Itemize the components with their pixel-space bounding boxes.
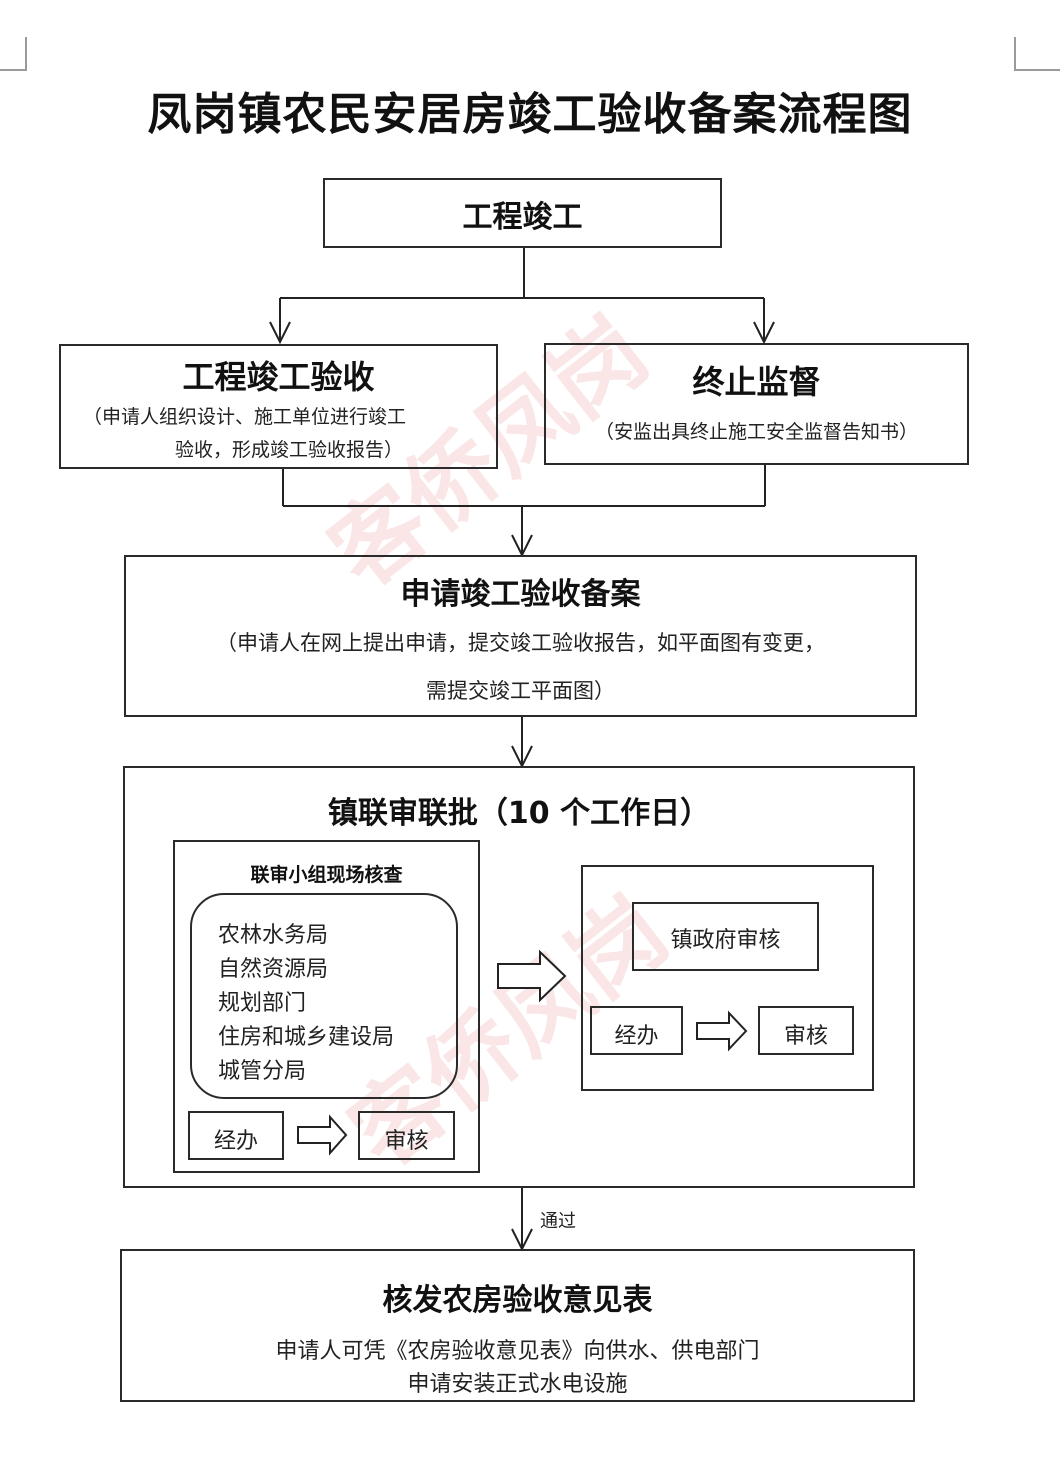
node-terminate-supervision-title: 终止监督	[692, 363, 821, 401]
node-apply-filing-desc-line1: （申请人在网上提出申请，提交竣工验收报告，如平面图有变更，	[216, 631, 825, 655]
onsite-group-box: 联审小组现场核查	[173, 840, 480, 1173]
onsite-group-title: 联审小组现场核查	[250, 864, 403, 886]
page-corner-mark-left	[0, 37, 27, 71]
node-issue-opinion-desc-line2: 申请安装正式水电设施	[407, 1372, 628, 1397]
town-gov-review-title-box: 镇政府审核	[632, 902, 819, 971]
town-gov-box	[581, 865, 874, 1091]
department-item: 城管分局	[218, 1059, 307, 1084]
arrowhead-to-terminate	[753, 321, 775, 345]
node-completion-acceptance-desc-line1: （申请人组织设计、施工单位进行竣工	[83, 406, 407, 428]
node-town-joint-review-title: 镇联审联批（10 个工作日）	[327, 796, 711, 831]
arrowhead-to-acceptance	[269, 321, 291, 345]
node-terminate-supervision-desc: （安监出具终止施工安全监督告知书）	[594, 421, 918, 443]
onsite-review-box: 审核	[358, 1111, 455, 1160]
department-item: 规划部门	[218, 991, 307, 1016]
node-issue-opinion: 核发农房验收意见表 申请人可凭《农房验收意见表》向供水、供电部门 申请安装正式水…	[120, 1249, 915, 1402]
onsite-departments-list: 农林水务局 自然资源局 规划部门 住房和城乡建设局 城管分局	[190, 893, 458, 1099]
onsite-handle-label: 经办	[213, 1129, 258, 1154]
node-issue-opinion-desc-line1: 申请人可凭《农房验收意见表》向供水、供电部门	[275, 1339, 760, 1364]
hollow-arrow-to-town-gov	[497, 949, 567, 1003]
hollow-arrow-onsite-handle-to-review	[297, 1114, 348, 1156]
town-gov-handle-box: 经办	[590, 1006, 683, 1055]
node-completion-acceptance-desc-line2: 验收，形成竣工验收报告）	[175, 439, 404, 461]
department-item: 自然资源局	[218, 957, 329, 982]
node-completion-acceptance: 工程竣工验收 （申请人组织设计、施工单位进行竣工 验收，形成竣工验收报告）	[59, 344, 498, 469]
node-apply-filing: 申请竣工验收备案 （申请人在网上提出申请，提交竣工验收报告，如平面图有变更， 需…	[124, 555, 917, 717]
onsite-handle-box: 经办	[188, 1111, 284, 1160]
node-town-joint-review: 镇联审联批（10 个工作日）	[123, 766, 915, 1188]
node-project-completion: 工程竣工	[323, 178, 722, 248]
node-issue-opinion-title: 核发农房验收意见表	[382, 1283, 653, 1318]
hollow-arrow-town-handle-to-review	[696, 1010, 748, 1052]
node-project-completion-title: 工程竣工	[462, 200, 583, 235]
page-corner-mark-right	[1014, 37, 1060, 71]
town-gov-handle-label: 经办	[614, 1024, 659, 1049]
node-apply-filing-title: 申请竣工验收备案	[400, 577, 641, 612]
town-gov-review-label: 审核	[783, 1024, 828, 1049]
department-item: 住房和城乡建设局	[218, 1025, 395, 1050]
node-apply-filing-desc-line2: 需提交竣工平面图）	[426, 679, 615, 703]
onsite-review-label: 审核	[384, 1129, 429, 1154]
town-gov-review-box: 审核	[758, 1006, 854, 1055]
node-completion-acceptance-title: 工程竣工验收	[182, 358, 375, 396]
department-item: 农林水务局	[218, 923, 329, 948]
page-title: 凤岗镇农民安居房竣工验收备案流程图	[147, 89, 913, 140]
node-terminate-supervision: 终止监督 （安监出具终止施工安全监督告知书）	[544, 343, 969, 465]
town-gov-review-title: 镇政府审核	[670, 928, 781, 953]
edge-pass-label: 通过	[540, 1211, 576, 1232]
